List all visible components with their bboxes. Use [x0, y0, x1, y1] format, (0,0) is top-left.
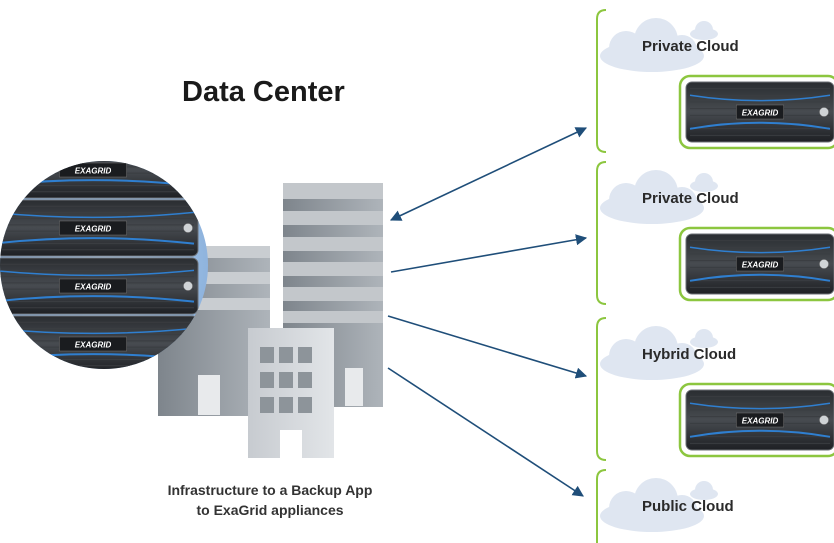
arrow-to-cloud-3	[387, 315, 588, 379]
building-tall	[283, 183, 383, 407]
arrow-to-cloud-1	[389, 127, 588, 221]
connection-arrows	[387, 127, 588, 497]
cloud-group-1: EXAGRID	[596, 9, 834, 153]
cloud-icon	[600, 478, 718, 532]
cloud-appliance: EXAGRID	[685, 81, 834, 143]
arrow-to-cloud-2	[390, 234, 588, 273]
stack-appliance-unit: EXAGRID	[0, 257, 199, 315]
cloud-icon	[600, 18, 718, 72]
cloud-group-3: EXAGRID	[596, 317, 834, 461]
appliance-brand-label: EXAGRID	[75, 225, 112, 234]
power-button-icon	[183, 223, 193, 233]
diagram-caption: Infrastructure to a Backup App to ExaGri…	[140, 480, 400, 520]
cloud-label-4: Public Cloud	[642, 498, 734, 515]
cloud-group-2: EXAGRID	[596, 161, 834, 305]
building-front	[248, 328, 334, 458]
appliance-stack-circle: EXAGRID EXAGRID EXAGRID EXAGRID	[0, 161, 208, 369]
appliance-brand-label: EXAGRID	[742, 109, 779, 118]
cloud-icon	[600, 326, 718, 380]
caption-line-1: Infrastructure to a Backup App	[167, 482, 373, 498]
power-button-icon	[819, 107, 829, 117]
power-button-icon	[183, 165, 193, 175]
cloud-bracket	[596, 469, 607, 543]
stack-appliance-unit: EXAGRID	[0, 199, 199, 257]
page-title: Data Center	[182, 76, 345, 108]
caption-line-2: to ExaGrid appliances	[196, 502, 344, 518]
cloud-label-3: Hybrid Cloud	[642, 346, 737, 363]
cloud-label-2: Private Cloud	[642, 190, 739, 207]
cloud-appliance: EXAGRID	[685, 389, 834, 451]
cloud-bracket	[596, 9, 607, 153]
appliance-brand-label: EXAGRID	[75, 283, 112, 292]
cloud-bracket	[596, 317, 607, 461]
cloud-appliance: EXAGRID	[685, 233, 834, 295]
appliance-brand-label: EXAGRID	[742, 261, 779, 270]
appliance-brand-label: EXAGRID	[742, 417, 779, 426]
cloud-icon	[600, 170, 718, 224]
cloud-group-4	[596, 469, 718, 543]
power-button-icon	[819, 259, 829, 269]
stack-appliance-unit: EXAGRID	[0, 161, 199, 199]
appliance-brand-label: EXAGRID	[75, 341, 112, 350]
power-button-icon	[819, 415, 829, 425]
appliance-brand-label: EXAGRID	[75, 167, 112, 176]
power-button-icon	[183, 281, 193, 291]
arrow-to-cloud-4	[387, 367, 584, 497]
cloud-label-1: Private Cloud	[642, 38, 739, 55]
cloud-bracket	[596, 161, 607, 305]
